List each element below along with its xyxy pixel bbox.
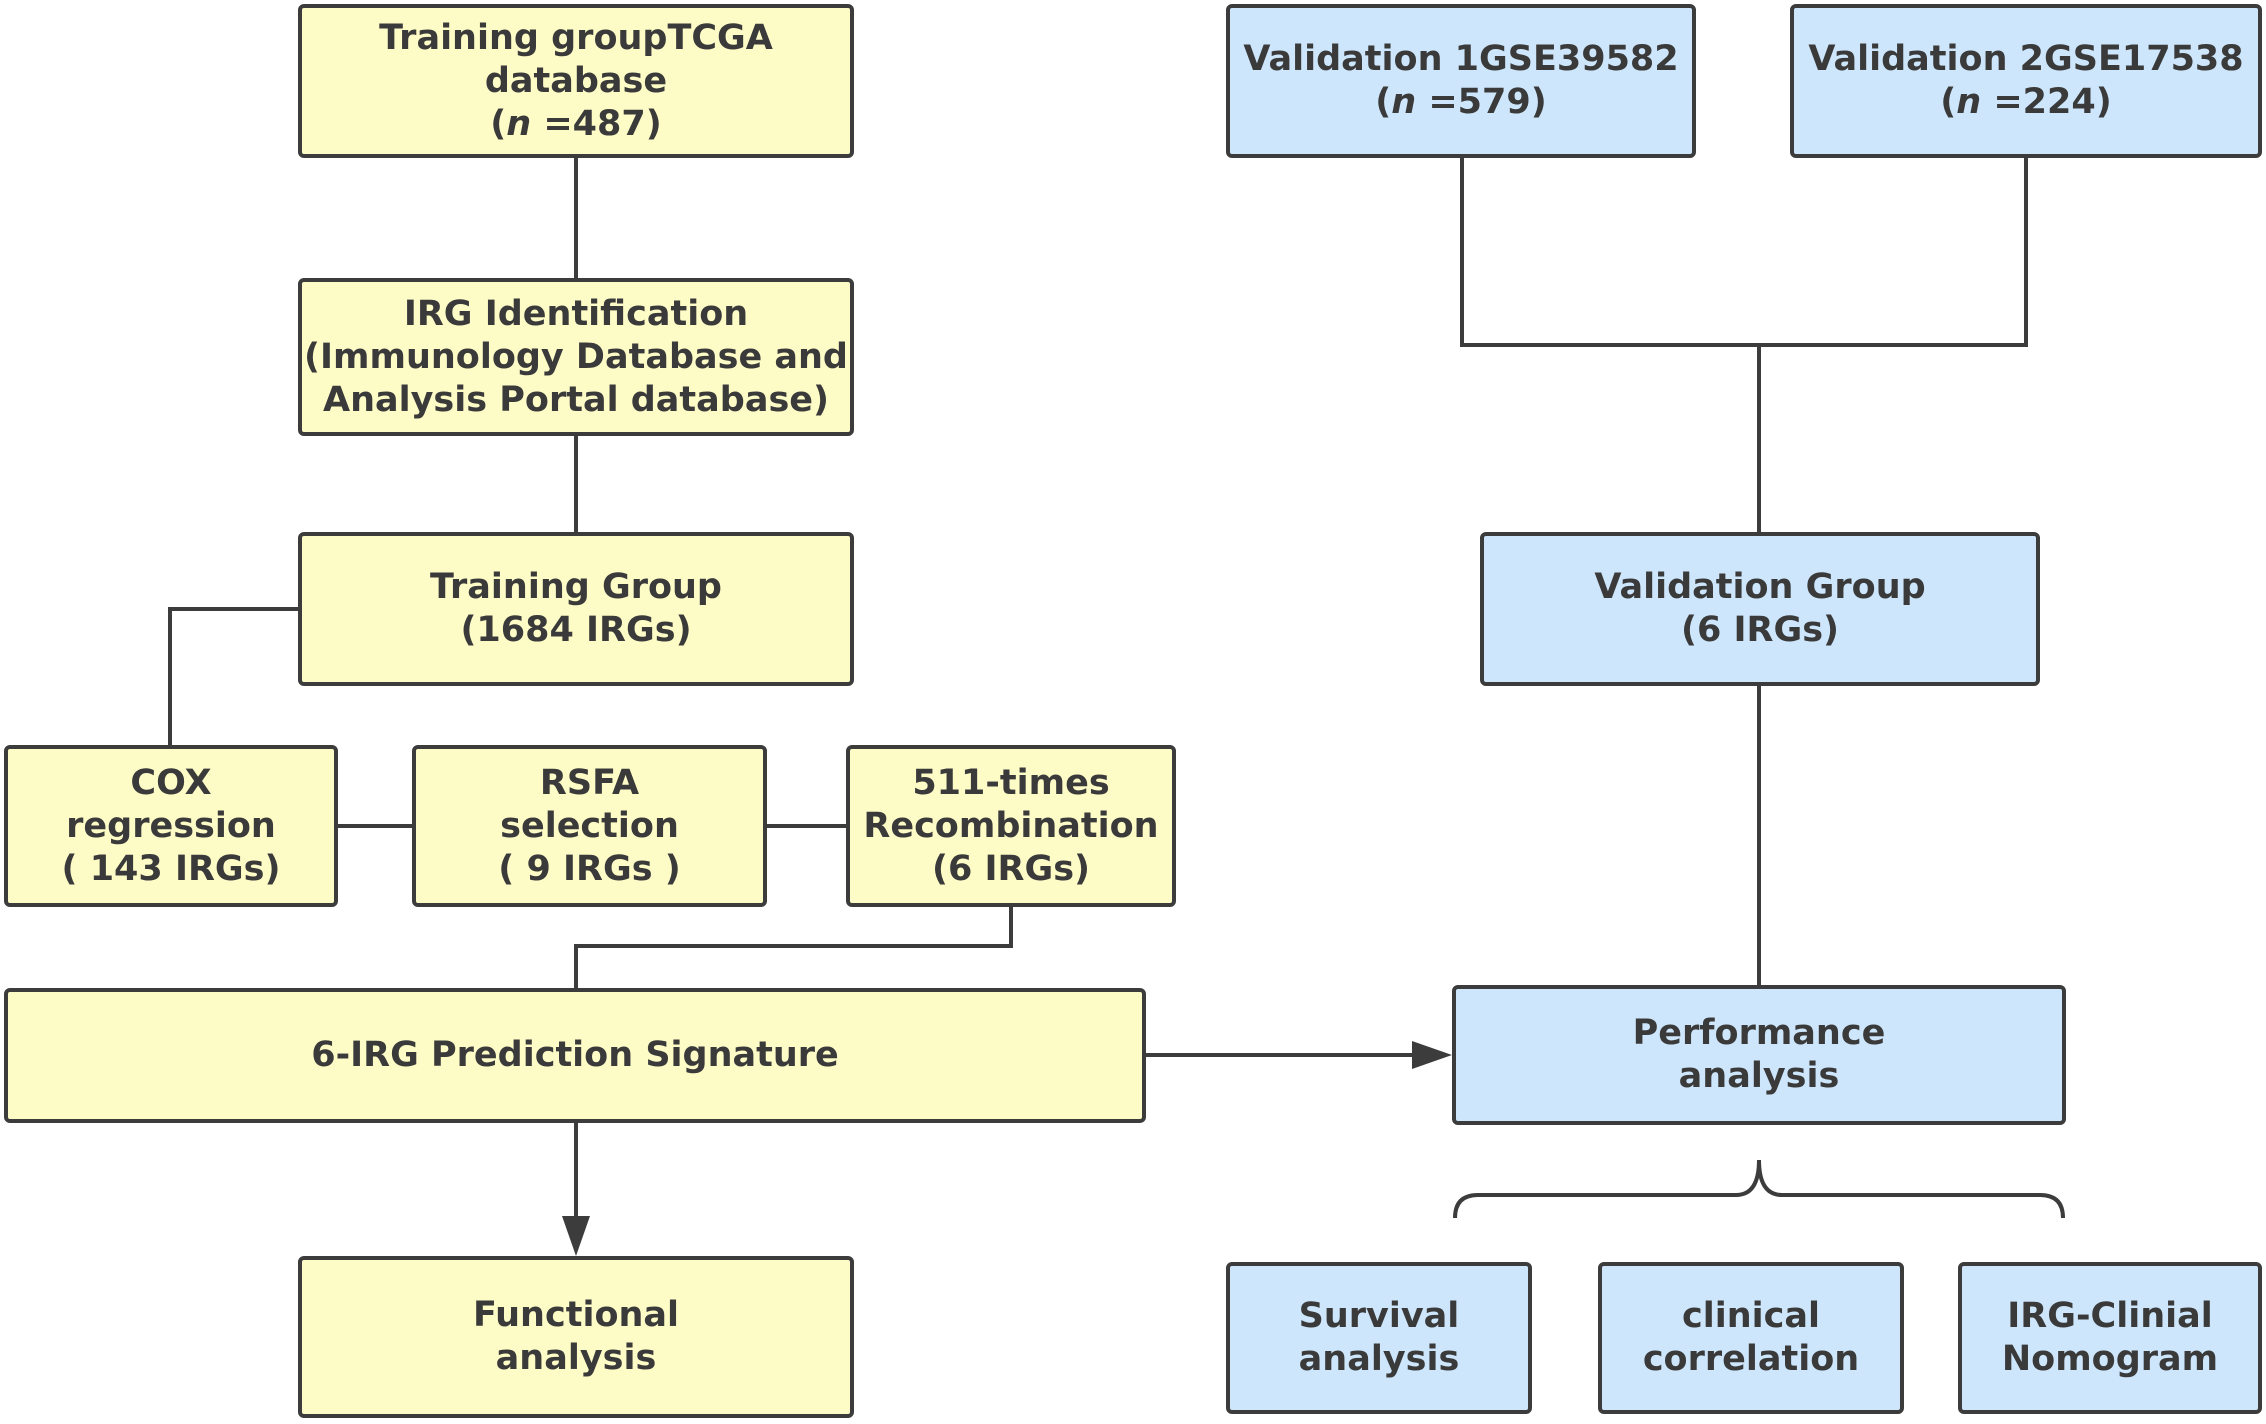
tcga-n-value: =487) xyxy=(531,103,662,144)
survival-line1: Survival xyxy=(1298,1296,1460,1336)
performance-line1: Performance xyxy=(1632,1013,1886,1053)
nomogram-line2: Nomogram xyxy=(2001,1339,2219,1379)
connector-v1-to-merge xyxy=(1460,157,2028,347)
tcga-database-box: Training groupTCGA database (n =487) xyxy=(298,4,854,158)
validation-2-line1: Validation 2GSE17538 xyxy=(1808,39,2244,79)
training-group-line2: (1684 IRGs) xyxy=(460,610,692,650)
tcga-n-symbol: n xyxy=(506,103,532,144)
functional-analysis-box: Functional analysis xyxy=(298,1256,854,1418)
cox-regression-box: COX regression ( 143 IRGs) xyxy=(4,745,338,907)
connector-recombination-to-signature xyxy=(574,906,1013,988)
training-group-line1: Training Group xyxy=(430,567,722,607)
functional-line1: Functional xyxy=(472,1295,680,1335)
training-group-box: Training Group (1684 IRGs) xyxy=(298,532,854,686)
irg-identification-line1: IRG Identification xyxy=(403,293,749,334)
cox-line3: ( 143 IRGs) xyxy=(61,848,281,889)
validation-1-n-symbol: n xyxy=(1391,82,1417,122)
performance-analysis-box: Performance analysis xyxy=(1452,985,2066,1125)
rsfa-selection-box: RSFA selection ( 9 IRGs ) xyxy=(412,745,767,907)
connector-training-group-to-cox xyxy=(168,607,298,745)
curly-brace-icon xyxy=(1453,1159,2065,1219)
arrowhead-right-icon xyxy=(1412,1041,1452,1069)
validation-2-sample-size: (n =224) xyxy=(1940,81,2112,124)
validation-group-line1: Validation Group xyxy=(1594,567,1926,607)
validation-1-n-value: =579) xyxy=(1416,82,1547,122)
validation-1-line1: Validation 1GSE39582 xyxy=(1243,39,1679,79)
tcga-line2: database xyxy=(484,60,668,101)
recombination-line1: 511-times xyxy=(912,762,1110,803)
irg-identification-box: IRG Identification (Immunology Database … xyxy=(298,278,854,436)
rsfa-line2: selection xyxy=(500,805,679,846)
irg-identification-line2: (Immunology Database and xyxy=(304,336,848,377)
survival-analysis-box: Survival analysis xyxy=(1226,1262,1532,1414)
performance-line2: analysis xyxy=(1678,1056,1840,1096)
nomogram-line1: IRG-Clinial xyxy=(2007,1296,2213,1336)
irg-identification-line3: Analysis Portal database) xyxy=(322,379,830,420)
recombination-line2: Recombination xyxy=(863,805,1159,846)
functional-line2: analysis xyxy=(495,1338,657,1378)
validation-1-n-prefix: ( xyxy=(1375,82,1392,122)
rsfa-line1: RSFA xyxy=(539,762,640,803)
prediction-signature-label: 6-IRG Prediction Signature xyxy=(311,1035,839,1075)
clinical-line1: clinical xyxy=(1681,1296,1821,1336)
validation-1-sample-size: (n =579) xyxy=(1375,81,1547,124)
irg-clinical-nomogram-box: IRG-Clinial Nomogram xyxy=(1958,1262,2262,1414)
validation-1-box: Validation 1GSE39582 (n =579) xyxy=(1226,4,1696,158)
rsfa-line3: ( 9 IRGs ) xyxy=(498,848,681,889)
cox-line2: regression xyxy=(66,805,276,846)
validation-2-n-symbol: n xyxy=(1956,82,1982,122)
clinical-correlation-box: clinical correlation xyxy=(1598,1262,1904,1414)
clinical-line2: correlation xyxy=(1642,1339,1860,1379)
tcga-n-prefix: ( xyxy=(490,103,507,144)
validation-2-n-prefix: ( xyxy=(1940,82,1957,122)
recombination-line3: (6 IRGs) xyxy=(931,848,1091,889)
prediction-signature-box: 6-IRG Prediction Signature xyxy=(4,988,1146,1123)
cox-line1: COX xyxy=(130,762,212,803)
validation-group-line2: (6 IRGs) xyxy=(1680,610,1840,650)
validation-2-box: Validation 2GSE17538 (n =224) xyxy=(1790,4,2262,158)
validation-group-box: Validation Group (6 IRGs) xyxy=(1480,532,2040,686)
tcga-line1: Training groupTCGA xyxy=(379,17,773,58)
arrowhead-down-icon xyxy=(562,1216,590,1256)
validation-2-n-value: =224) xyxy=(1981,82,2112,122)
tcga-sample-size: (n =487) xyxy=(490,103,662,146)
recombination-box: 511-times Recombination (6 IRGs) xyxy=(846,745,1176,907)
survival-line2: analysis xyxy=(1298,1339,1460,1379)
